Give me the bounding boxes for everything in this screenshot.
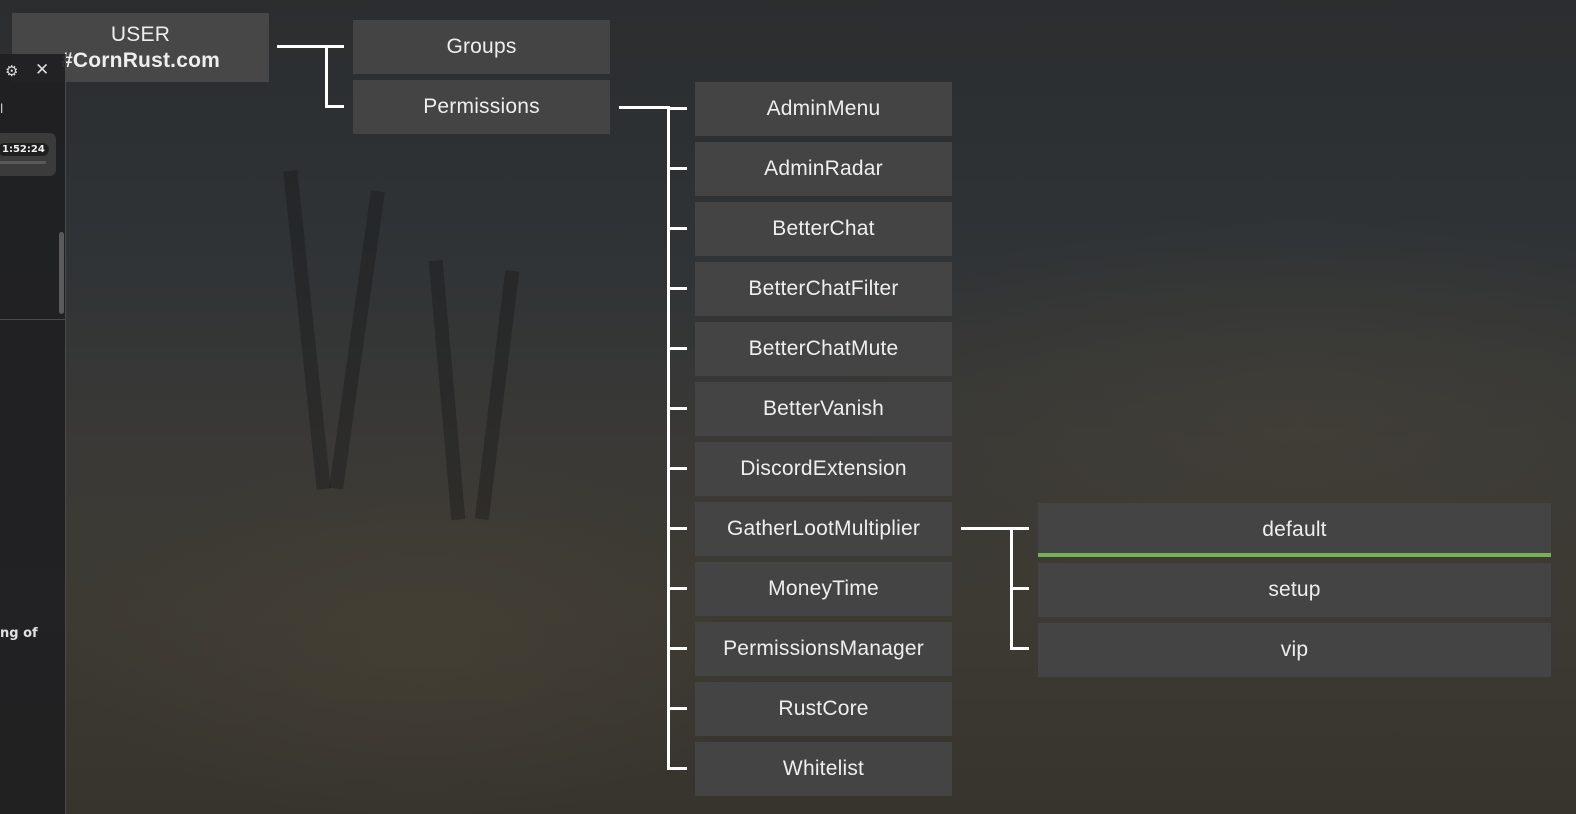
group-item-label: setup [1268,578,1321,601]
connector-tick [667,467,687,470]
background-structure [474,270,520,520]
group-item-default[interactable]: default [1038,503,1551,557]
plugin-item-label: BetterVanish [762,397,885,420]
panel-text-fragment: l [0,102,4,116]
background-structure [329,190,385,490]
plugin-item-moneytime[interactable]: MoneyTime [695,562,952,616]
plugin-item-label: AdminRadar [764,157,883,180]
connector-tick [667,107,687,110]
plugin-item-label: BetterChatFilter [748,277,899,300]
plugin-item-gatherlootmultiplier[interactable]: GatherLootMultiplier [695,502,952,556]
connector-line [325,45,328,108]
plugin-item-betterchat[interactable]: BetterChat [695,202,952,256]
gear-icon[interactable]: ⚙ [5,62,19,80]
media-card[interactable]: 1:52:24 [0,133,56,176]
title-line-user: USER [110,22,171,46]
title-line-server: #CornRust.com [61,48,220,72]
plugin-item-betterchatfilter[interactable]: BetterChatFilter [695,262,952,316]
close-icon[interactable]: ✕ [35,60,50,80]
connector-tick [667,347,687,350]
plugin-item-label: BetterChat [772,217,875,240]
connector-tick [667,407,687,410]
group-item-label: default [1262,518,1327,541]
group-item-vip[interactable]: vip [1038,623,1551,677]
plugin-item-discordextension[interactable]: DiscordExtension [695,442,952,496]
plugin-item-permissionsmanager[interactable]: PermissionsManager [695,622,952,676]
connector-line [277,45,344,48]
selected-indicator [1038,553,1551,557]
connector-line [325,105,344,108]
plugin-item-label: Whitelist [782,757,865,780]
connector-tick [667,227,687,230]
plugin-item-label: DiscordExtension [740,457,907,480]
plugin-item-betterchatmute[interactable]: BetterChatMute [695,322,952,376]
connector-tick [667,647,687,650]
connector-line [961,527,1029,530]
connector-tick [1010,587,1029,590]
media-timestamp: 1:52:24 [0,143,49,156]
connector-line [619,106,669,109]
background-structure [428,259,466,521]
plugin-item-adminradar[interactable]: AdminRadar [695,142,952,196]
connector-tick [667,707,687,710]
group-item-label: vip [1280,638,1309,661]
connector-tick [667,767,687,770]
panel-divider [0,319,65,320]
plugin-item-label: GatherLootMultiplier [726,517,921,540]
plugin-item-label: PermissionsManager [723,637,924,660]
connector-tick [667,527,687,530]
permissions-button-label: Permissions [423,95,540,118]
plugin-item-whitelist[interactable]: Whitelist [695,742,952,796]
plugin-item-adminmenu[interactable]: AdminMenu [695,82,952,136]
group-item-setup[interactable]: setup [1038,563,1551,617]
permissions-button[interactable]: Permissions [353,80,610,134]
groups-button[interactable]: Groups [353,20,610,74]
plugin-item-label: AdminMenu [766,97,881,120]
connector-tick [667,587,687,590]
plugin-item-label: MoneyTime [768,577,879,600]
connector-tick [1010,647,1029,650]
plugin-item-bettervanish[interactable]: BetterVanish [695,382,952,436]
plugin-item-label: BetterChatMute [748,337,899,360]
panel-scrollbar[interactable] [59,232,64,314]
media-progress-bar[interactable] [0,161,46,164]
connector-tick [667,287,687,290]
background-structure [283,170,331,490]
groups-button-label: Groups [446,35,517,58]
plugin-item-label: RustCore [778,697,869,720]
panel-text-snippet: ng of [0,626,38,641]
plugin-item-rustcore[interactable]: RustCore [695,682,952,736]
connector-line [667,106,670,770]
connector-tick [667,167,687,170]
side-overlay-panel: ⚙ ✕ l 1:52:24 ng of [0,54,66,814]
